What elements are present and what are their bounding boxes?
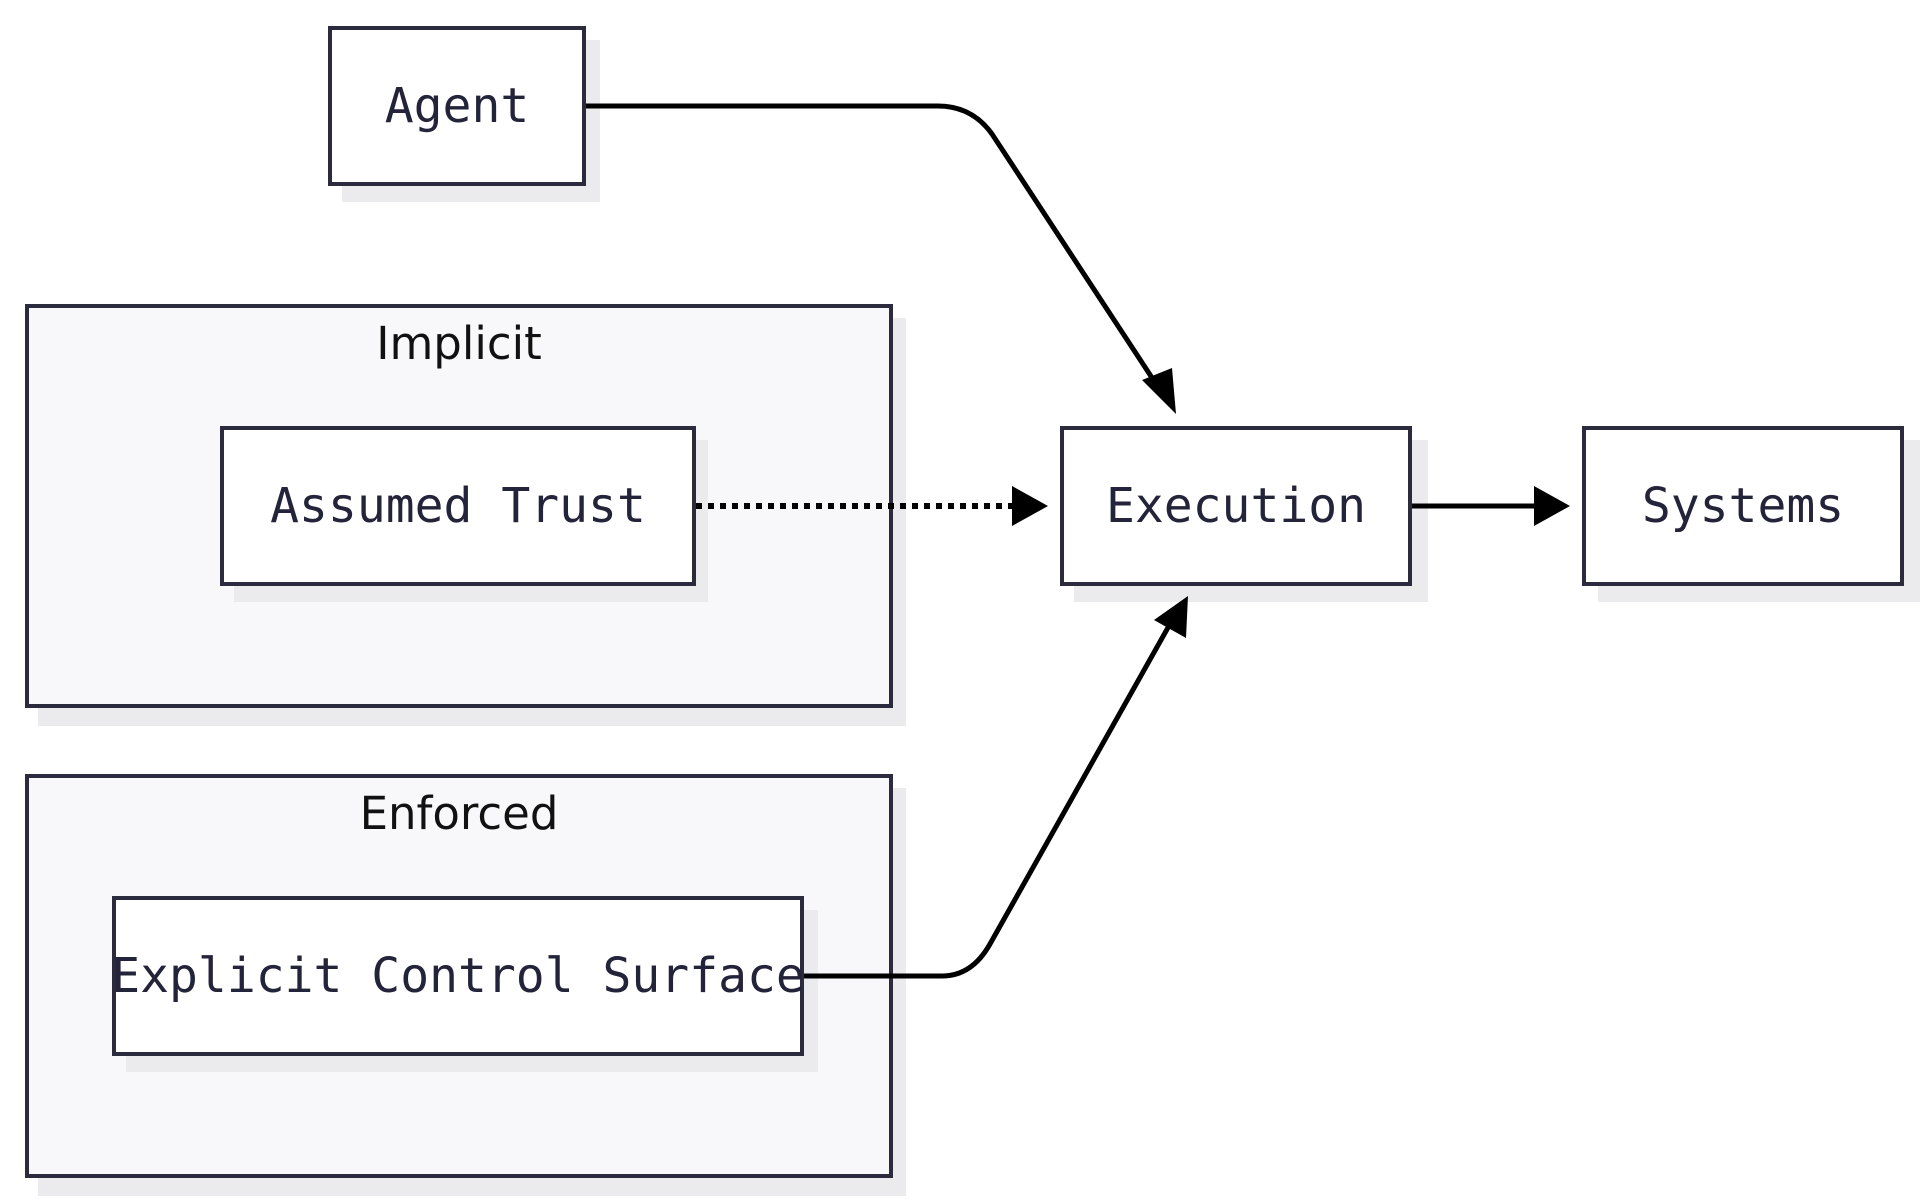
- edge-agent-to-execution-arrowhead: [1142, 368, 1176, 414]
- edge-assumed-trust-to-execution-arrowhead: [1012, 486, 1048, 526]
- node-agent: Agent: [328, 26, 586, 186]
- edge-explicit-control-to-execution: [802, 622, 1173, 979]
- edge-explicit-control-to-execution-arrowhead: [1154, 596, 1188, 638]
- node-systems-label: Systems: [1641, 478, 1845, 534]
- edge-agent-to-execution: [586, 103, 1163, 392]
- node-explicit-control-surface-label: Explicit Control Surface: [111, 948, 805, 1004]
- node-agent-label: Agent: [384, 78, 530, 134]
- node-systems: Systems: [1582, 426, 1904, 586]
- node-execution: Execution: [1060, 426, 1412, 586]
- group-implicit-title: Implicit: [376, 317, 542, 370]
- node-assumed-trust: Assumed Trust: [220, 426, 696, 586]
- node-assumed-trust-label: Assumed Trust: [270, 478, 646, 534]
- node-execution-label: Execution: [1105, 478, 1367, 534]
- node-explicit-control-surface: Explicit Control Surface: [111, 896, 805, 1056]
- group-enforced-title: Enforced: [359, 787, 559, 840]
- edge-execution-to-systems-arrowhead: [1534, 486, 1570, 526]
